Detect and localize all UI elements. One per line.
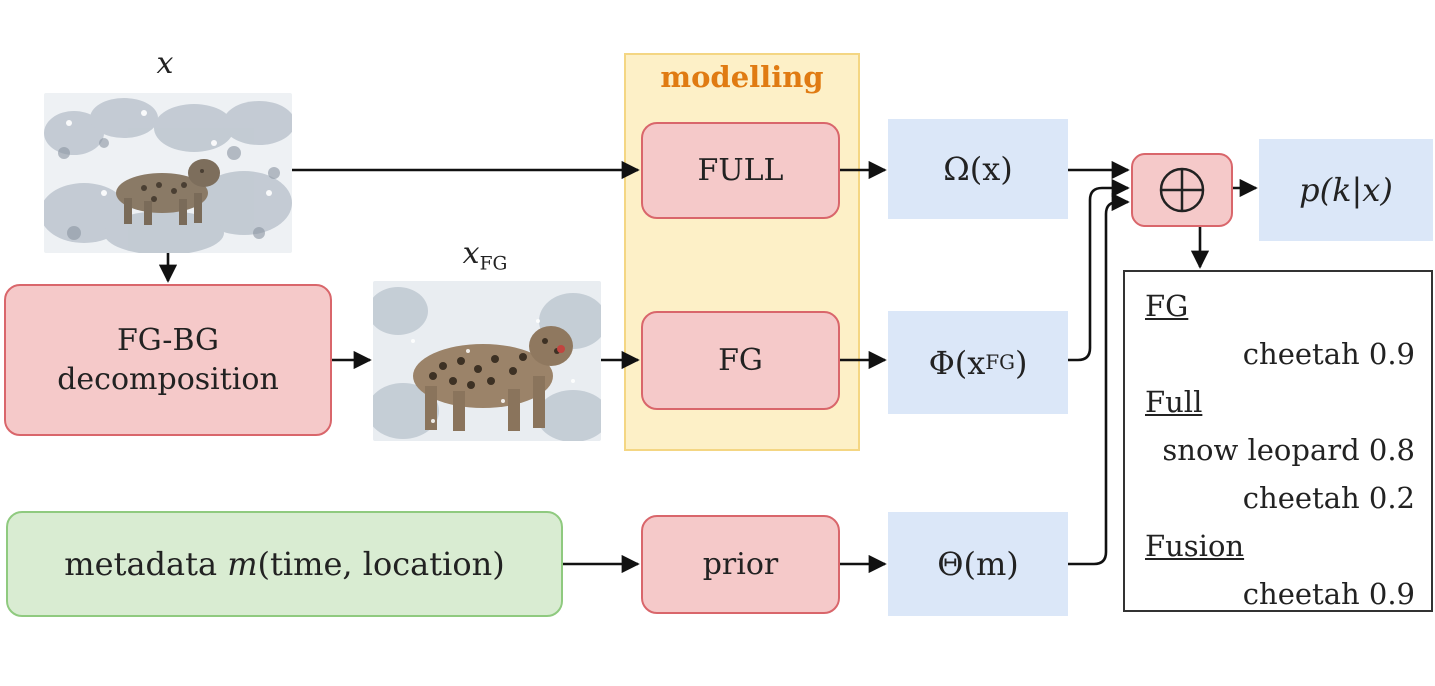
result-row: cheetah 0.2 [1242, 481, 1415, 515]
result-row: cheetah 0.9 [1242, 337, 1415, 371]
fusion-node [1131, 153, 1233, 227]
input-image [44, 93, 292, 253]
metadata-args: (time, location) [257, 545, 505, 583]
posterior-output: p(k|x) [1259, 139, 1433, 241]
snow-leopard-full-image [44, 93, 292, 253]
snow-leopard-foreground-image [373, 281, 601, 441]
result-row: snow leopard 0.8 [1162, 433, 1415, 467]
metadata-node: metadata m(time, location) [6, 511, 563, 617]
result-row: cheetah 0.9 [1242, 577, 1415, 611]
oplus-icon [1159, 167, 1205, 213]
arrow-phi-to-fusion [1068, 178, 1130, 362]
omega-output: Ω(x) [888, 119, 1068, 219]
modelling-title: modelling [660, 60, 824, 94]
full-model-node: FULL [641, 122, 840, 219]
result-heading-fg: FG [1145, 289, 1189, 323]
metadata-prefix: metadata [64, 545, 228, 583]
results-box: FG cheetah 0.9 Full snow leopard 0.8 che… [1123, 270, 1433, 612]
decomposition-line1: FG-BG [116, 323, 220, 358]
fg-bg-decomposition-node: FG-BG decomposition [4, 284, 332, 436]
theta-output: Θ(m) [888, 512, 1068, 616]
foreground-image [373, 281, 601, 441]
result-heading-full: Full [1145, 385, 1203, 419]
fg-model-node: FG [641, 311, 840, 410]
result-heading-fusion: Fusion [1145, 529, 1245, 563]
foreground-image-label: xFG [462, 236, 508, 275]
arrow-theta-to-fusion [1068, 192, 1130, 566]
prior-node: prior [641, 515, 840, 614]
decomposition-line2: decomposition [57, 362, 279, 397]
input-image-label: x [156, 46, 174, 81]
metadata-var: m [227, 545, 258, 583]
